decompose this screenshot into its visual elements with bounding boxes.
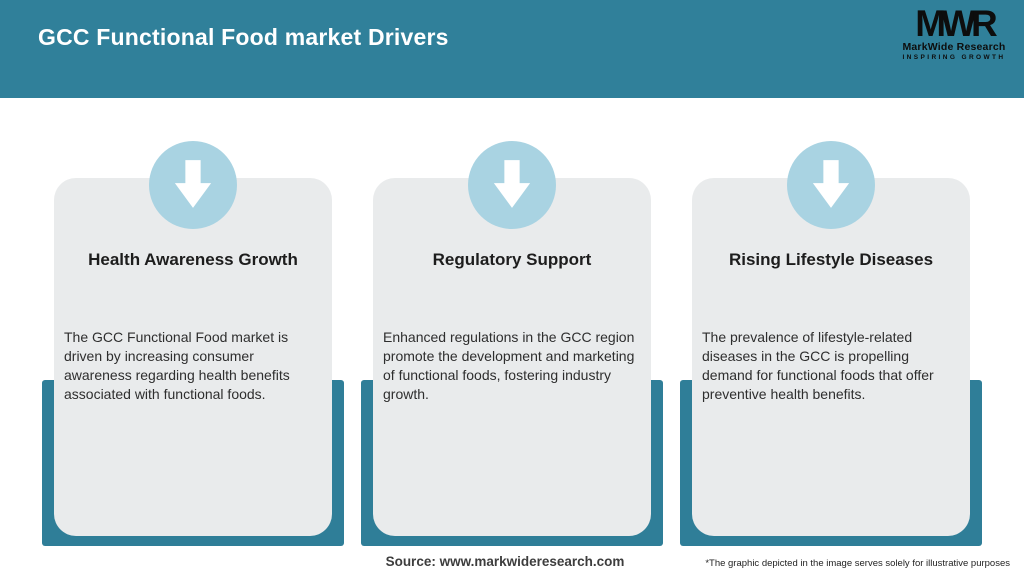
down-arrow-icon [493, 160, 531, 208]
disclaimer-text: *The graphic depicted in the image serve… [705, 558, 1010, 569]
page-title: GCC Functional Food market Drivers [38, 24, 449, 50]
header-bar: GCC Functional Food market Drivers MWR M… [0, 0, 1024, 98]
card-title: Health Awareness Growth [88, 250, 298, 269]
logo-company-name: MarkWide Research [902, 41, 1006, 53]
markwide-logo: MWR MarkWide Research INSPIRING GROWTH [898, 3, 1010, 61]
arrow-badge [468, 141, 556, 229]
card-body: The GCC Functional Food market is driven… [64, 329, 290, 402]
source-text: Source: www.markwideresearch.com [385, 554, 625, 569]
arrow-badge [787, 141, 875, 229]
driver-card-regulatory-support: Regulatory Support Enhanced regulations … [361, 0, 663, 576]
arrow-badge [149, 141, 237, 229]
driver-card-health-awareness: Health Awareness Growth The GCC Function… [42, 0, 344, 576]
driver-card: Regulatory Support Enhanced regulations … [373, 178, 651, 536]
card-title: Rising Lifestyle Diseases [728, 250, 934, 269]
card-title: Regulatory Support [432, 250, 592, 269]
down-arrow-icon [812, 160, 850, 208]
driver-card: Rising Lifestyle Diseases The prevalence… [692, 178, 970, 536]
driver-card: Health Awareness Growth The GCC Function… [54, 178, 332, 536]
card-body: Enhanced regulations in the GCC region p… [383, 329, 635, 402]
card-body: The prevalence of lifestyle-related dise… [702, 329, 934, 402]
driver-card-lifestyle-diseases: Rising Lifestyle Diseases The prevalence… [680, 0, 982, 576]
down-arrow-icon [174, 160, 212, 208]
logo-tagline: INSPIRING GROWTH [902, 54, 1006, 61]
mwr-monogram: MWR [915, 3, 997, 44]
